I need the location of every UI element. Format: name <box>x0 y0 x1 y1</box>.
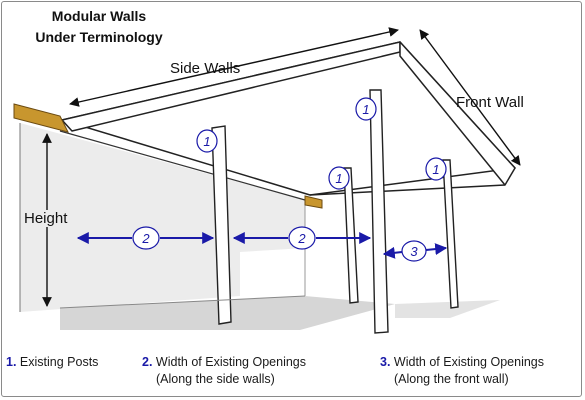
front-opening-marker: 3 <box>401 240 427 262</box>
side-opening-marker-1: 2 <box>132 226 160 250</box>
legend-item-posts: 1. Existing Posts <box>6 354 98 371</box>
front-wall-arrow <box>419 29 521 166</box>
front-wall-label: Front Wall <box>456 94 524 111</box>
side-walls-arrow <box>69 27 399 107</box>
post-marker-right: 1 <box>425 157 447 181</box>
legend-text: Width of Existing Openings <box>393 355 544 369</box>
svg-text:1: 1 <box>432 162 439 177</box>
side-opening-marker-2: 2 <box>288 226 316 250</box>
legend-subtext: (Along the side walls) <box>156 372 275 386</box>
front-underside-edge <box>309 184 506 196</box>
legend-number: 3. <box>380 355 391 369</box>
post-right <box>442 159 459 309</box>
front-opening-arrow-right <box>425 243 448 256</box>
side-walls-label: Side Walls <box>170 60 241 77</box>
legend-number: 1. <box>6 355 17 369</box>
legend-subtext: (Along the front wall) <box>394 372 509 386</box>
title-line-2: Under Terminology <box>35 29 163 45</box>
svg-text:2: 2 <box>141 231 150 246</box>
back-wall-shading <box>20 123 305 312</box>
post-back <box>343 167 359 304</box>
svg-text:2: 2 <box>297 231 306 246</box>
post-marker-front: 1 <box>355 97 377 121</box>
post-left <box>211 125 232 325</box>
svg-text:1: 1 <box>362 102 369 117</box>
svg-text:1: 1 <box>335 171 342 186</box>
legend-number: 2. <box>142 355 153 369</box>
legend-text: Existing Posts <box>19 355 99 369</box>
legend-text: Width of Existing Openings <box>155 355 306 369</box>
ledger-beam-left <box>13 103 69 133</box>
svg-text:1: 1 <box>203 134 210 149</box>
front-opening-arrow-left <box>382 246 403 259</box>
legend-item-side-openings: 2. Width of Existing Openings (Along the… <box>142 354 306 388</box>
ledger-beam-back <box>304 195 323 209</box>
floor-edge <box>59 295 306 309</box>
title-line-1: Modular Walls <box>51 8 147 24</box>
post-marker-back: 1 <box>328 166 350 190</box>
ceiling-underside-edge <box>59 130 306 201</box>
svg-text:3: 3 <box>410 244 418 259</box>
legend-item-front-opening: 3. Width of Existing Openings (Along the… <box>380 354 544 388</box>
floor-shadow-front <box>395 300 500 318</box>
height-label: Height <box>22 210 70 227</box>
post-marker-left: 1 <box>196 129 218 153</box>
